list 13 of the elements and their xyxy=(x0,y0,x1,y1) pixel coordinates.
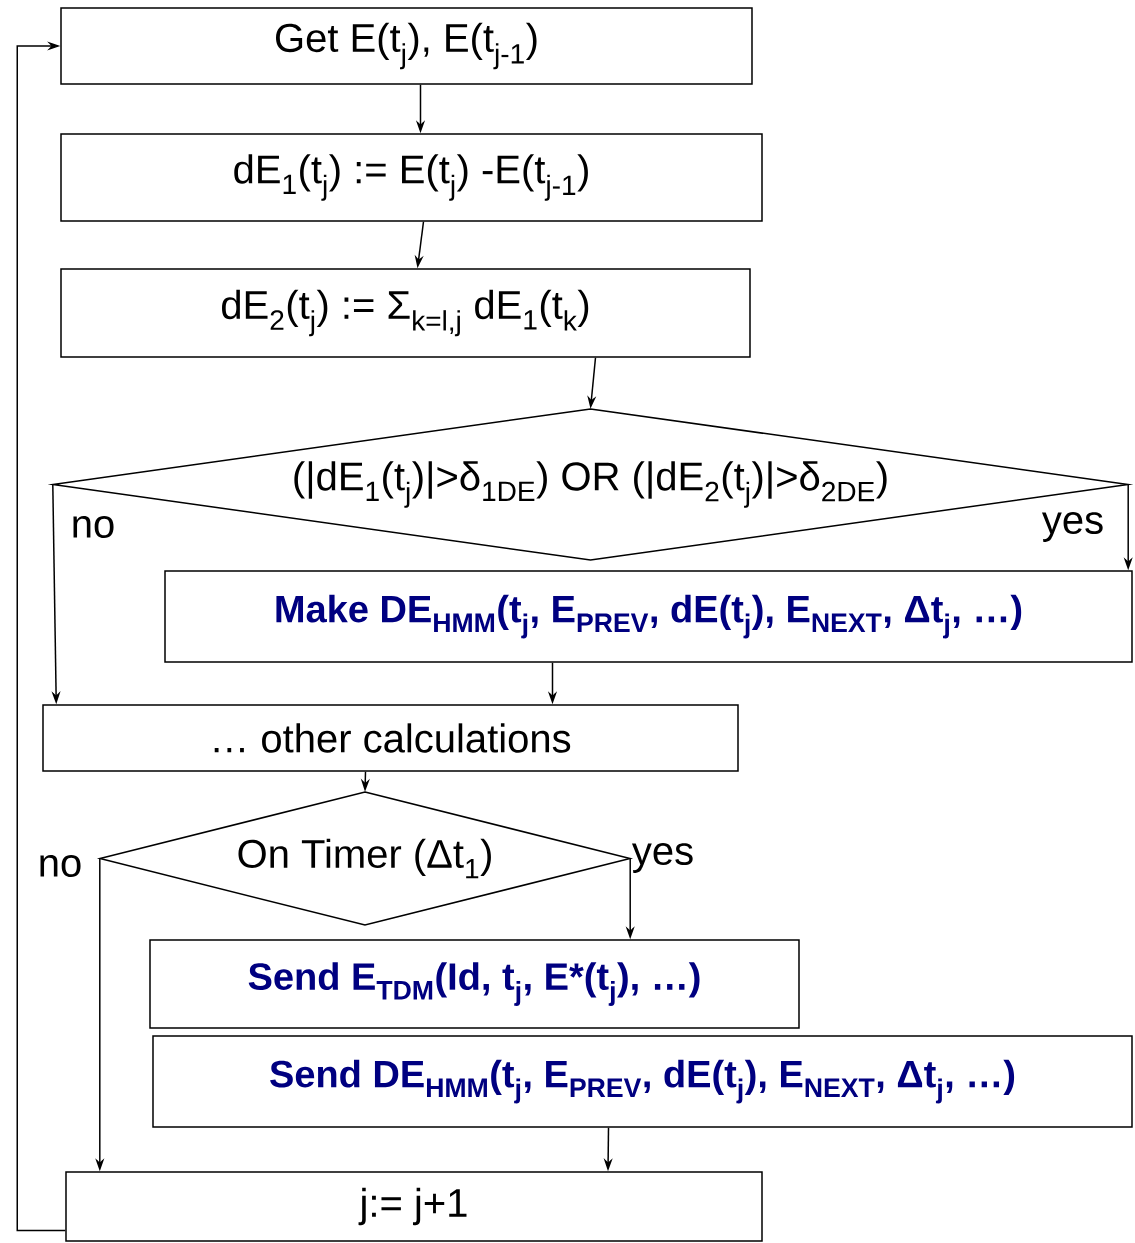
edge-label: yes xyxy=(631,843,693,873)
process-box: … other calculations xyxy=(42,704,739,772)
process-box: dE$_{2}$(t$_{j}$) := Σ$_{k=l,j}$ dE$_{1}$(t$_{k}$) xyxy=(60,268,751,358)
process-box: j:= j+1 xyxy=(65,1171,763,1242)
process-box: dE$_{1}$(t$_{j}$) := E(t$_{j}$) -E(t$_{j-1}$) xyxy=(60,133,763,222)
process-box: Get E(t$_{j}$), E(t$_{j-1}$) xyxy=(60,7,753,85)
edge-label: no xyxy=(40,855,81,877)
arrow xyxy=(16,41,66,1232)
process-box: Send DE$_{HMM}$(t$_{j}$, E$_{PREV}$, dE(t$_{j}$), E$_{NEXT}$, Δt$_{j}$, …) xyxy=(152,1035,1133,1128)
edge-label: yes xyxy=(1041,512,1103,542)
edge-label: no xyxy=(73,516,114,538)
process-box: Make DE$_{HMM}$(t$_{j}$, E$_{PREV}$, dE(t$_{j}$), E$_{NEXT}$, Δt$_{j}$, …) xyxy=(164,570,1133,663)
process-box: Send E$_{TDM}$(Id, t$_{j}$, E*(t$_{j}$), …) xyxy=(149,939,800,1029)
